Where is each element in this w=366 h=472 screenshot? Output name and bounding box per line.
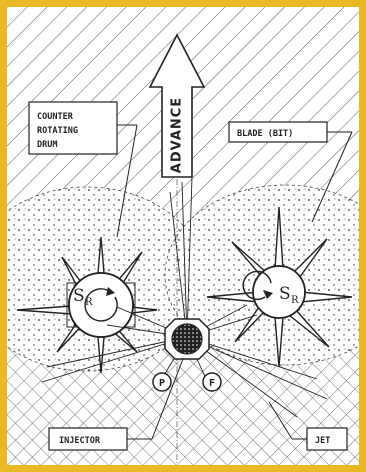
injector-head <box>165 319 209 359</box>
right-drum-label: S <box>279 284 291 304</box>
f-marker: F <box>203 373 221 391</box>
svg-text:F: F <box>209 378 215 389</box>
svg-text:JET: JET <box>315 436 330 446</box>
svg-text:P: P <box>159 378 165 389</box>
svg-text:BLADE (BIT): BLADE (BIT) <box>237 129 293 139</box>
svg-text:ROTATING: ROTATING <box>37 126 78 136</box>
svg-text:COUNTER: COUNTER <box>37 112 74 122</box>
p-marker: P <box>153 373 171 391</box>
advance-label: ADVANCE <box>170 97 185 173</box>
mining-diagram: ADVANCE S R <box>7 7 359 465</box>
left-drum-sub: R <box>85 297 93 308</box>
right-drum-sub: R <box>291 295 299 306</box>
svg-text:INJECTOR: INJECTOR <box>59 436 101 446</box>
svg-text:DRUM: DRUM <box>37 140 57 150</box>
left-drum-label: S <box>73 286 85 306</box>
